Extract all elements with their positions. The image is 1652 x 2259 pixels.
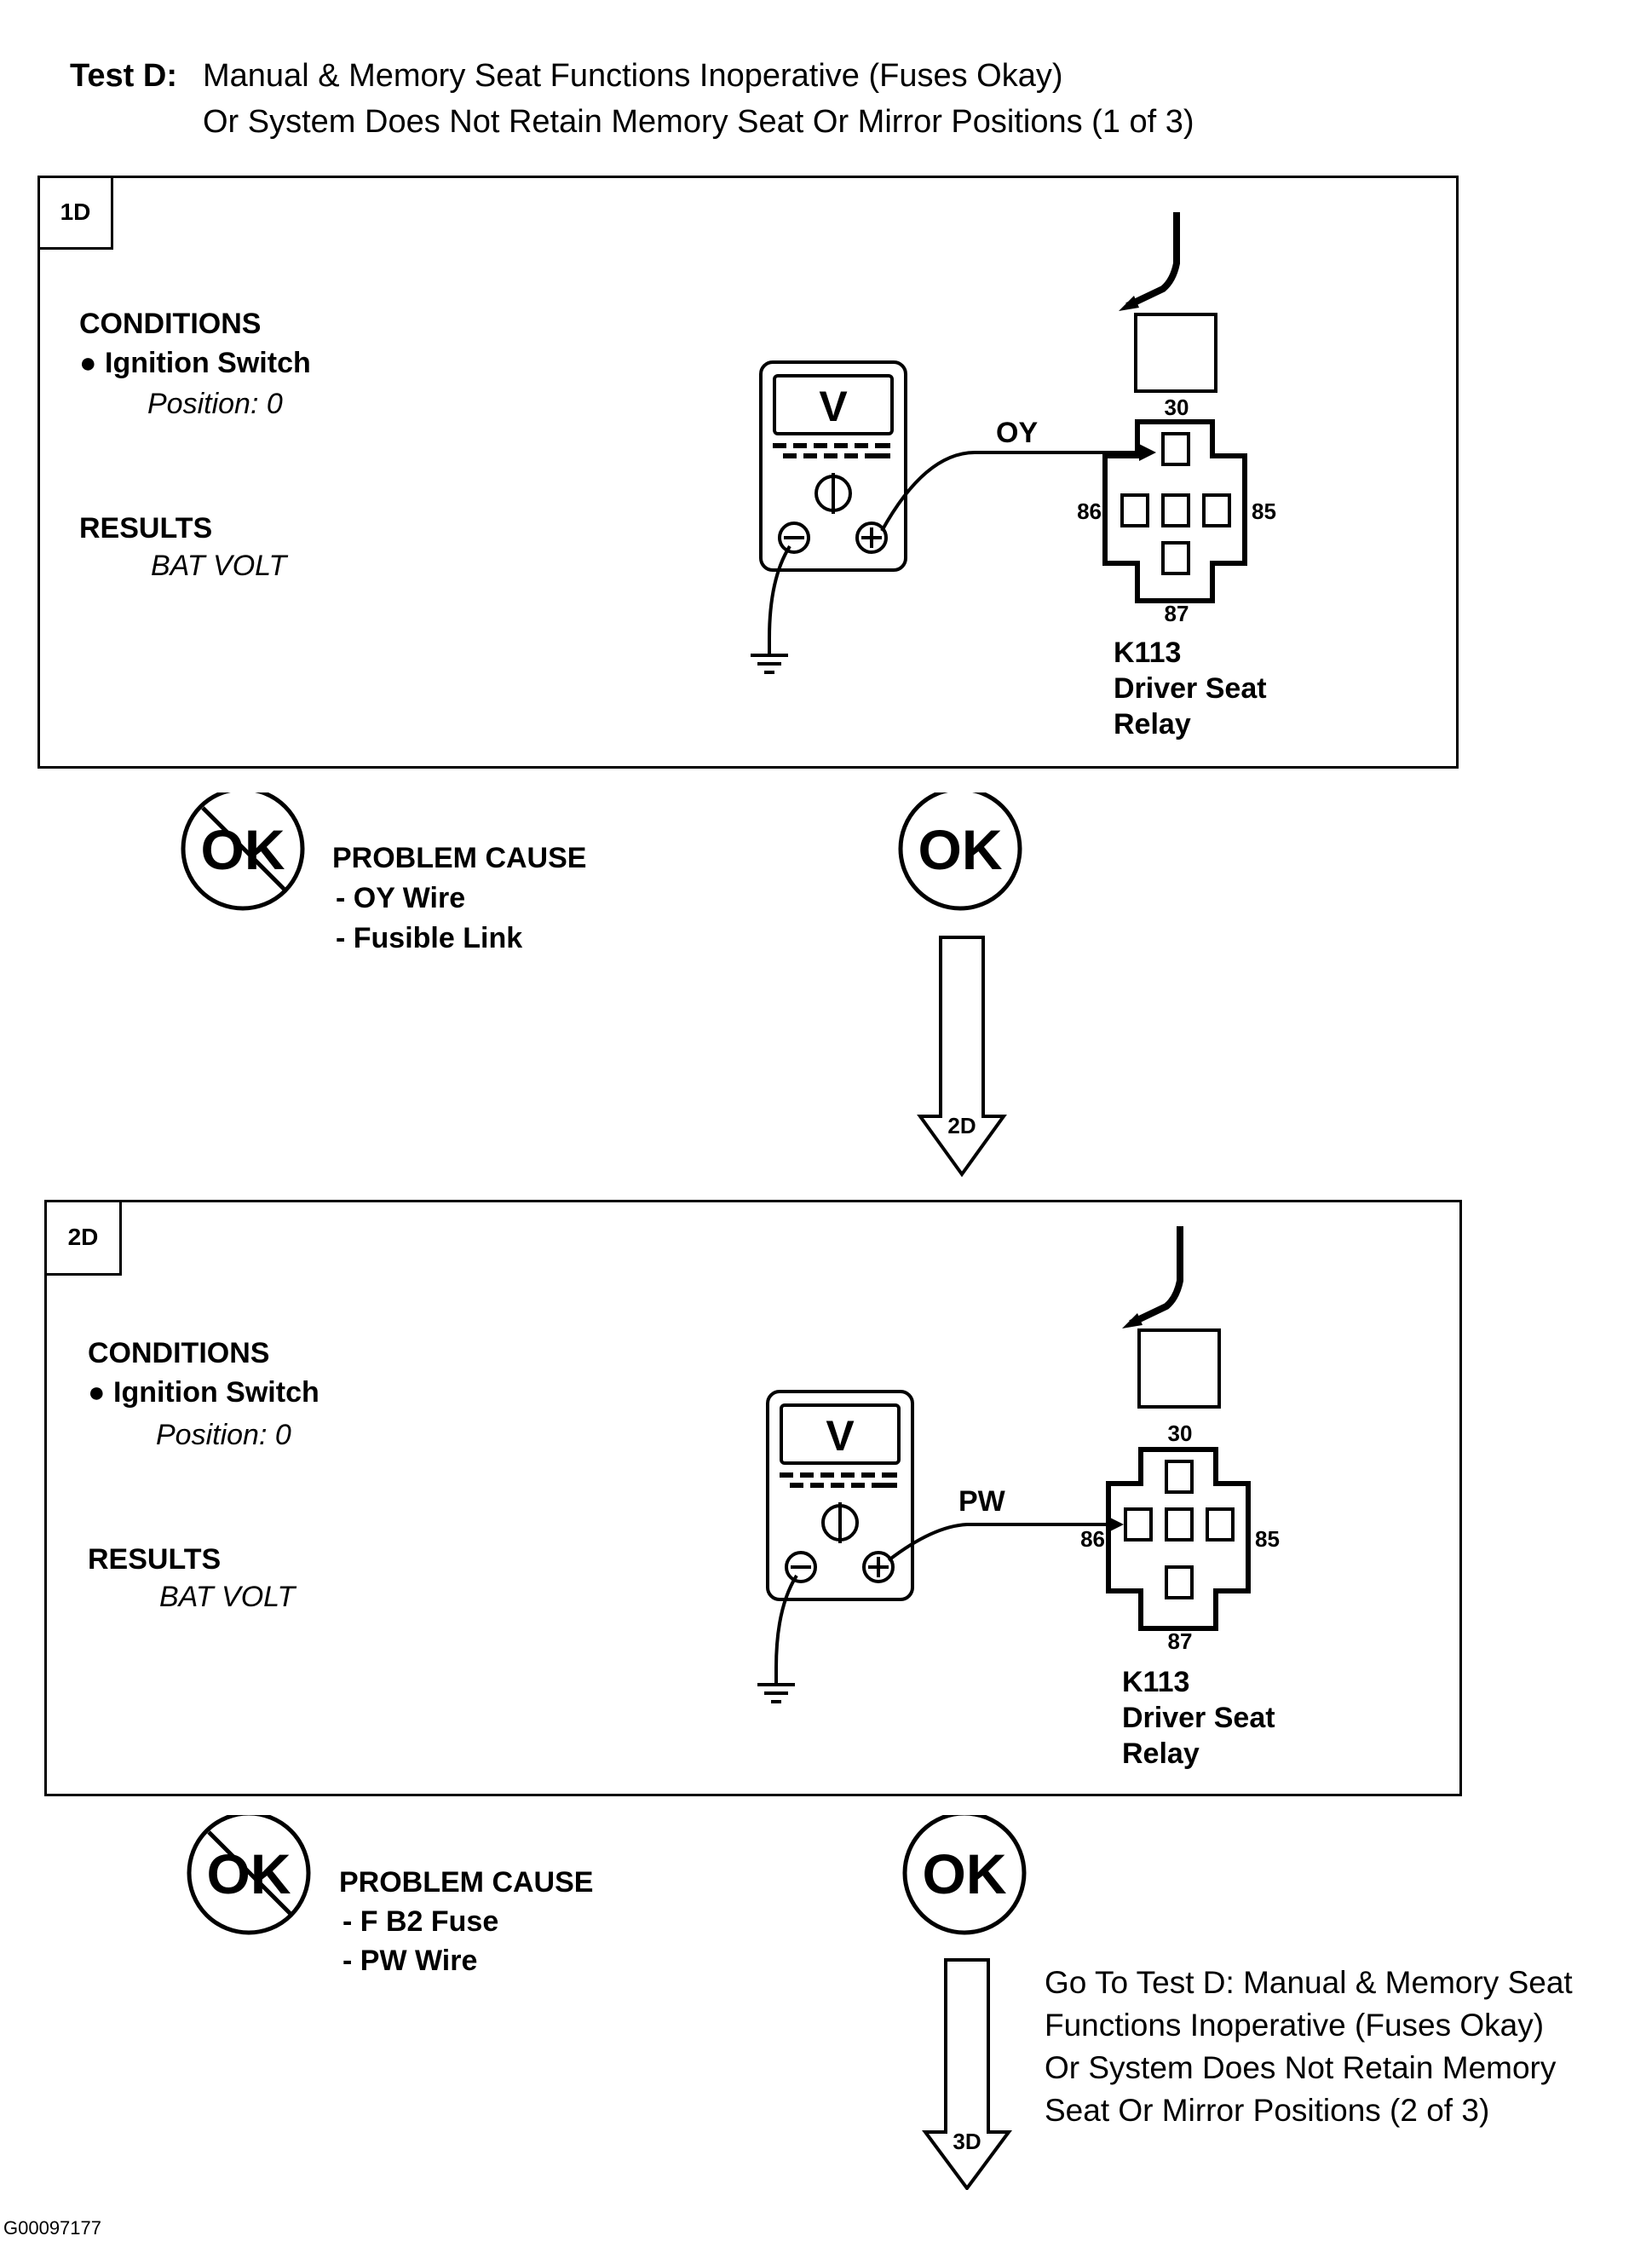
step-1d-problem-item-1: - OY Wire <box>336 882 465 914</box>
goto-line-1: Go To Test D: Manual & Memory Seat <box>1045 1965 1573 2000</box>
step-1d-ground-lead <box>768 545 791 654</box>
step-1d-condition-position: Position: 0 <box>147 388 283 420</box>
step-1d-id: 1D <box>60 199 91 225</box>
ok-icon: OK <box>902 1815 1027 1935</box>
step-2d-problem-item-2: - PW Wire <box>342 1945 477 1977</box>
step-1d-condition-label: Ignition Switch <box>105 347 311 379</box>
step-2d-relay-id: K113 <box>1122 1666 1189 1698</box>
test-title-line-2: Or System Does Not Retain Memory Seat Or… <box>203 104 1194 140</box>
ground-icon <box>757 1683 795 1703</box>
step-1d-pin-30: 30 <box>1165 395 1189 420</box>
step-1d-wire-label: OY <box>996 417 1038 449</box>
multimeter-icon <box>759 360 907 572</box>
test-title-line-1: Manual & Memory Seat Functions Inoperati… <box>203 58 1063 94</box>
goto-line-3: Or System Does Not Retain Memory <box>1045 2050 1557 2085</box>
step-1d-problem-item-2: - Fusible Link <box>336 922 522 954</box>
step-1d-pin-87: 87 <box>1165 601 1189 626</box>
step-2d-pin-85: 85 <box>1255 1526 1280 1552</box>
goto-line-2: Functions Inoperative (Fuses Okay) <box>1045 2008 1545 2043</box>
goto-next-test: Go To Test D: Manual & Memory Seat Funct… <box>1045 1962 1573 2132</box>
step-1d-next-step: 2D <box>947 1113 976 1138</box>
step-1d-problem-heading: PROBLEM CAUSE <box>332 842 586 874</box>
step-1d-results-value: BAT VOLT <box>151 550 287 582</box>
bullet-icon: ● <box>79 347 97 379</box>
not-ok-icon: OK <box>187 1815 311 1935</box>
step-2d-probe-wire <box>887 1523 1112 1562</box>
probe-tip-icon <box>1139 444 1156 461</box>
step-1d-pin-86: 86 <box>1077 498 1102 524</box>
step-1d-results-heading: RESULTS <box>79 512 213 545</box>
step-2d-relay-name-2: Relay <box>1122 1737 1200 1770</box>
step-1d-schematic: V OY 30 86 85 87 K113 Driver Seat Rela <box>751 212 1276 741</box>
multimeter-icon <box>766 1390 914 1601</box>
step-2d-conditions-heading: CONDITIONS <box>88 1337 270 1369</box>
bullet-icon: ● <box>88 1376 106 1409</box>
step-2d-outcomes: OK PROBLEM CAUSE - F B2 Fuse - PW Wire O… <box>187 1815 1027 2190</box>
step-1d-pin-85: 85 <box>1252 498 1276 524</box>
figure-code: G00097177 <box>3 2217 101 2239</box>
step-2d-panel: 2D CONDITIONS ● Ignition Switch Position… <box>44 1200 1462 1796</box>
step-2d-relay-name-1: Driver Seat <box>1122 1702 1275 1734</box>
relay-body-icon <box>1119 212 1217 393</box>
step-2d-schematic: V PW 30 86 85 87 K113 Driver Seat Relay <box>757 1226 1280 1770</box>
ground-icon <box>751 654 788 674</box>
step-1d-relay-name-1: Driver Seat <box>1114 672 1267 705</box>
down-arrow-icon <box>922 1958 1012 2190</box>
ok-icon: OK <box>898 792 1022 911</box>
relay-socket-icon <box>1106 1447 1251 1631</box>
step-1d-condition-item: ● Ignition Switch <box>79 347 311 380</box>
step-2d-problem-item-1: - F B2 Fuse <box>342 1905 498 1938</box>
step-2d-wire-label: PW <box>958 1485 1006 1518</box>
step-2d-meter-label: V <box>826 1412 855 1460</box>
not-ok-icon: OK <box>181 792 305 911</box>
step-2d-problem-heading: PROBLEM CAUSE <box>339 1866 593 1899</box>
step-2d-pin-30: 30 <box>1168 1421 1193 1446</box>
relay-body-icon <box>1122 1226 1221 1409</box>
step-1d-probe-wire <box>880 450 1148 532</box>
step-1d-outcomes: OK PROBLEM CAUSE - OY Wire - Fusible Lin… <box>181 792 1022 1178</box>
step-2d-pin-86: 86 <box>1080 1526 1105 1552</box>
step-1d-id-box: 1D <box>40 178 113 250</box>
down-arrow-icon <box>917 936 1007 1178</box>
step-1d-relay-id: K113 <box>1114 637 1181 669</box>
step-2d-pin-87: 87 <box>1168 1628 1193 1654</box>
step-2d-condition-position: Position: 0 <box>156 1419 291 1451</box>
step-2d-condition-item: ● Ignition Switch <box>88 1376 319 1409</box>
step-1d-relay-name-2: Relay <box>1114 708 1191 741</box>
step-2d-ground-lead <box>774 1574 798 1683</box>
step-2d-next-step: 3D <box>953 2129 981 2154</box>
step-2d-id-box: 2D <box>47 1202 122 1276</box>
goto-line-4: Seat Or Mirror Positions (2 of 3) <box>1045 2093 1490 2128</box>
step-2d-results-heading: RESULTS <box>88 1543 222 1576</box>
step-2d-id: 2D <box>67 1224 99 1250</box>
relay-socket-icon <box>1102 419 1247 603</box>
step-1d-panel: 1D CONDITIONS ● Ignition Switch Position… <box>37 176 1459 769</box>
step-2d-results-value: BAT VOLT <box>159 1581 296 1613</box>
step-1d-meter-label: V <box>819 383 848 430</box>
step-2d-ok-label: OK <box>923 1842 1007 1905</box>
step-2d-condition-label: Ignition Switch <box>113 1376 319 1409</box>
test-label: Test D: <box>70 58 177 94</box>
step-1d-ok-label: OK <box>918 818 1003 881</box>
step-1d-conditions-heading: CONDITIONS <box>79 308 262 340</box>
